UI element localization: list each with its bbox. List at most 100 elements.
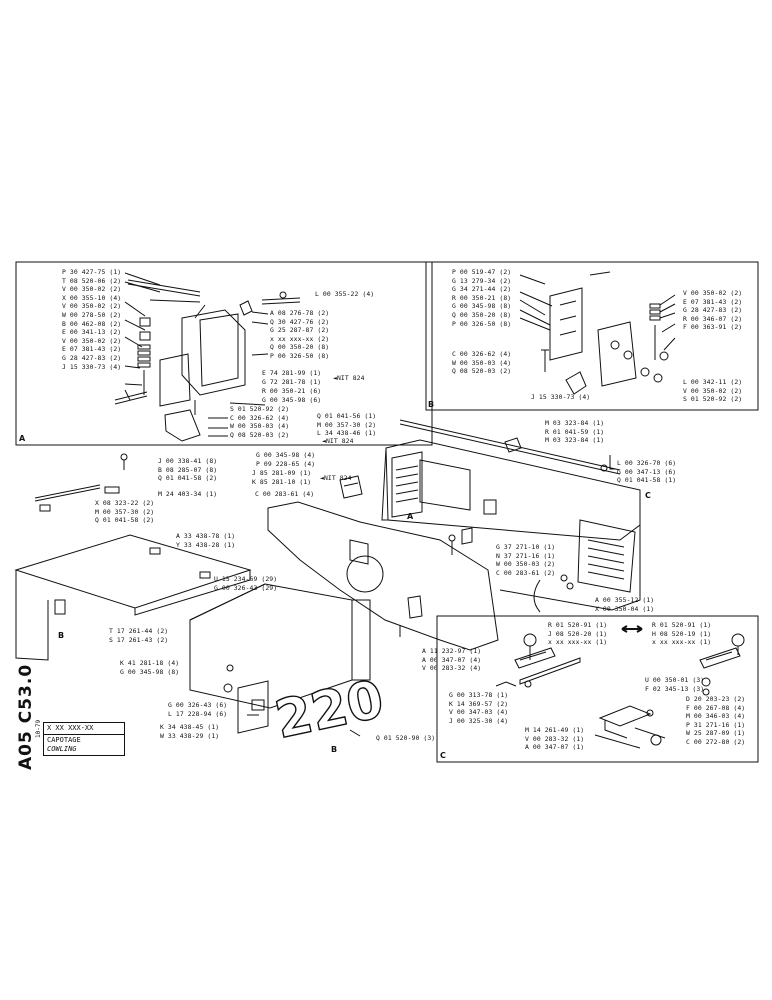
main-right-mid: L 00 326-70 (6)G 00 347-13 (6) Q 01 041-…: [617, 459, 676, 485]
part-number-label: R 00 350-21 (8): [452, 293, 512, 302]
part-number-label: A 00 347-07 (1): [525, 743, 585, 752]
part-number-label: Q 01 520-90 (3): [376, 734, 436, 742]
part-number-label: G 28 427-83 (2): [683, 306, 743, 315]
part-number-label: V 00 283-32 (1): [525, 734, 585, 743]
part-number-label: H 08 520-19 (1): [652, 629, 712, 638]
part-number-label: E 74 281-99 (1): [262, 369, 322, 377]
part-number-label: P 00 326-50 (8): [270, 351, 330, 360]
part-number-label: L 00 355-22 (4): [315, 290, 375, 298]
main-fender-labels: A 33 438-78 (1)Y 33 438-28 (1): [176, 532, 235, 549]
box-a-right-mid: A 08 276-78 (2)Q 30 427-76 (2) G 25 287-…: [270, 309, 329, 361]
part-number-label: V 00 350-02 (2): [62, 285, 122, 294]
main-left-mid: J 00 338-41 (8)B 08 285-07 (8) Q 01 041-…: [158, 457, 217, 483]
part-number-label: C 00 326-62 (4): [230, 413, 290, 422]
part-number-label: V 00 283-32 (4): [422, 664, 482, 673]
part-number-label: A 08 276-78 (2): [270, 309, 330, 317]
part-number-label: J 00 338-41 (8): [158, 457, 218, 465]
part-number-label: J 15 330-73 (4): [531, 393, 591, 401]
title-en: COWLING: [47, 745, 77, 753]
part-number-label: B 00 462-08 (2): [62, 319, 122, 328]
zone-tag-b: B: [428, 400, 435, 409]
title-ref: X XX XXX-XX: [44, 723, 124, 735]
part-number-label: M 03 323-84 (1): [545, 436, 605, 445]
part-number-label: J 08 520-20 (1): [548, 629, 608, 638]
main-bottom-left: T 17 261-44 (2)S 17 261-43 (2): [109, 627, 168, 644]
part-number-label: L 17 228-94 (6): [168, 709, 228, 718]
part-number-label: L 00 326-70 (6): [617, 459, 677, 467]
part-number-label: E 07 381-43 (2): [62, 345, 122, 354]
part-number-label: U 00 350-01 (3): [645, 676, 705, 684]
box-a-nit-group: E 74 281-99 (1)G 72 281-78 (1): [262, 369, 321, 386]
part-number-label: G 00 347-13 (6): [617, 467, 677, 476]
part-number-label: F 00 363-91 (2): [683, 323, 743, 332]
part-number-label: W 00 350-03 (4): [452, 358, 512, 367]
part-number-label: T 17 261-44 (2): [109, 627, 169, 635]
part-number-label: A 00 347-07 (4): [422, 655, 482, 664]
part-number-label: Q 00 350-20 (8): [452, 310, 512, 319]
part-number-label: R 01 520-91 (1): [548, 621, 608, 629]
model-number-graphic: 220: [270, 669, 389, 750]
part-number-label: R 00 346-07 (2): [683, 314, 743, 323]
box-a-nit-tag: ◄NIT 824: [333, 374, 365, 383]
part-number-label: T 08 520-06 (2): [62, 276, 122, 285]
part-number-label: P 00 326-50 (8): [452, 319, 512, 328]
part-number-label: V 00 350-02 (2): [683, 386, 743, 395]
box-b-bottom: J 15 330-73 (4): [531, 393, 590, 402]
part-number-label: J 85 281-09 (1): [252, 469, 312, 477]
part-number-label: K 34 438-45 (1): [160, 723, 220, 731]
box-c-top-left: R 01 520-91 (1)J 08 520-20 (1) x xx xxx-…: [548, 621, 607, 647]
part-number-label: V 00 350-02 (2): [683, 289, 743, 297]
sheet-code: A05 C53.0: [16, 663, 36, 770]
part-number-label: ◄NIT 824: [322, 437, 354, 445]
part-number-label: N 37 271-16 (1): [496, 551, 556, 560]
zone-tag-c: C: [440, 751, 446, 760]
part-number-label: A 11 232-97 (1): [422, 647, 482, 655]
part-number-label: V 00 350-02 (2): [62, 302, 122, 311]
part-number-label: Q 08 520-03 (2): [452, 367, 512, 376]
part-number-label: G 00 326-43 (6): [168, 701, 228, 709]
part-number-label: G 00 326-43 (29): [214, 583, 278, 592]
part-number-label: G 25 287-87 (2): [270, 326, 330, 335]
main-center-mid: G 00 345-98 (4)P 09 228-65 (4): [256, 451, 315, 468]
part-number-label: W 33 438-29 (1): [160, 731, 220, 740]
part-number-label: Q 00 350-20 (8): [270, 343, 330, 352]
box-c-mid-labels: M 14 261-49 (1)V 00 283-32 (1) A 00 347-…: [525, 726, 584, 752]
part-number-label: K 14 369-57 (2): [449, 699, 509, 708]
part-number-label: Q 01 041-58 (2): [95, 516, 155, 525]
box-c-mid-right: U 00 350-01 (3)F 02 345-13 (3): [645, 676, 704, 693]
part-number-label: W 00 278-50 (2): [62, 310, 122, 319]
part-number-label: J 15 330-73 (4): [62, 362, 122, 371]
part-number-label: W 00 350-03 (2): [496, 560, 556, 569]
main-u-labels: U 15 234-69 (29)G 00 326-43 (29): [214, 575, 277, 592]
part-number-label: P 31 271-16 (1): [686, 720, 746, 729]
part-number-label: Y 33 438-28 (1): [176, 540, 236, 549]
part-number-label: C 00 326-62 (4): [452, 350, 512, 358]
main-top-nit: ◄NIT 824: [322, 437, 354, 446]
title-text: CAPOTAGE COWLING: [44, 735, 124, 755]
box-a-right-top: L 00 355-22 (4): [315, 290, 374, 299]
part-number-label: K 85 281-10 (1): [252, 477, 312, 486]
callout-b-fender: B: [58, 631, 65, 640]
part-number-label: G 00 345-98 (4): [256, 451, 316, 459]
part-number-label: P 30 427-75 (1): [62, 268, 122, 276]
part-number-label: P 00 519-47 (2): [452, 268, 512, 276]
part-number-label: M 00 357-30 (2): [95, 507, 155, 516]
part-number-label: G 00 313-78 (1): [449, 691, 509, 699]
part-number-label: P 09 228-65 (4): [256, 459, 316, 468]
zone-tag-a: A: [19, 434, 26, 443]
part-number-label: G 72 281-78 (1): [262, 377, 322, 386]
part-number-label: Q 30 427-76 (2): [270, 317, 330, 326]
part-number-label: F 02 345-13 (3): [645, 684, 705, 693]
part-number-label: U 15 234-69 (29): [214, 575, 278, 583]
part-number-label: C 00 283-61 (4): [255, 490, 315, 498]
box-c-left-labels: G 00 313-78 (1)K 14 369-57 (2) V 00 347-…: [449, 691, 508, 725]
part-number-label: J 00 325-30 (4): [449, 716, 509, 725]
main-door-labels: G 37 271-10 (1)N 37 271-16 (1) W 00 350-…: [496, 543, 555, 577]
part-number-label: B 08 285-07 (8): [158, 465, 218, 474]
part-number-label: S 01 520-92 (2): [230, 405, 290, 413]
part-number-label: Q 01 041-56 (1): [317, 412, 377, 420]
part-number-label: R 00 350-21 (6): [262, 387, 322, 395]
main-top-right: M 03 323-84 (1)R 01 041-59 (1) M 03 323-…: [545, 419, 604, 445]
part-number-label: Q 08 520-03 (2): [230, 430, 290, 439]
